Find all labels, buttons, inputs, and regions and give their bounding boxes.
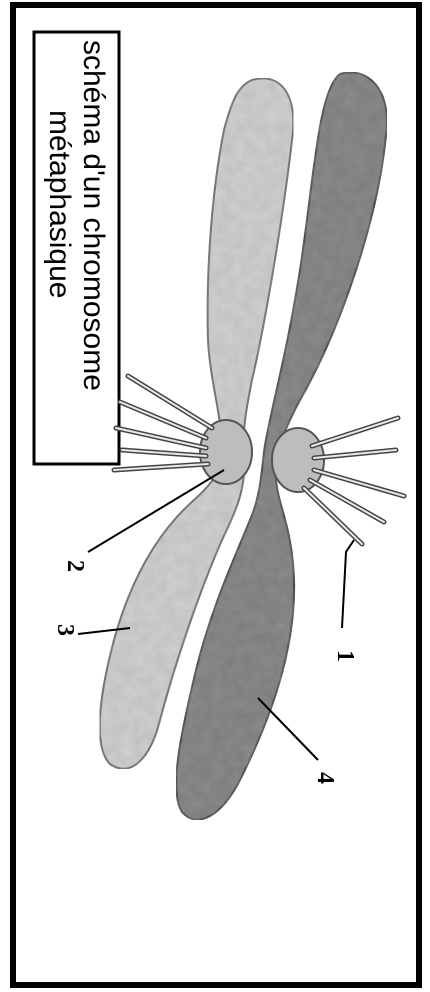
- title-line-1: schéma d'un chromosome: [77, 40, 110, 391]
- label-2: 2: [62, 560, 88, 572]
- leader-line-1: [342, 540, 354, 628]
- spindle-fibers-right: [304, 418, 404, 544]
- label-1: 1: [332, 650, 358, 662]
- title-line-2: métaphasique: [43, 110, 76, 298]
- leader-line-4: [258, 698, 318, 760]
- label-3: 3: [52, 624, 78, 636]
- label-4: 4: [312, 772, 338, 784]
- kinetochore-left: [200, 420, 252, 484]
- title-box: schéma d'un chromosome métaphasique: [34, 32, 119, 464]
- spindle-fibers-left: [114, 376, 212, 470]
